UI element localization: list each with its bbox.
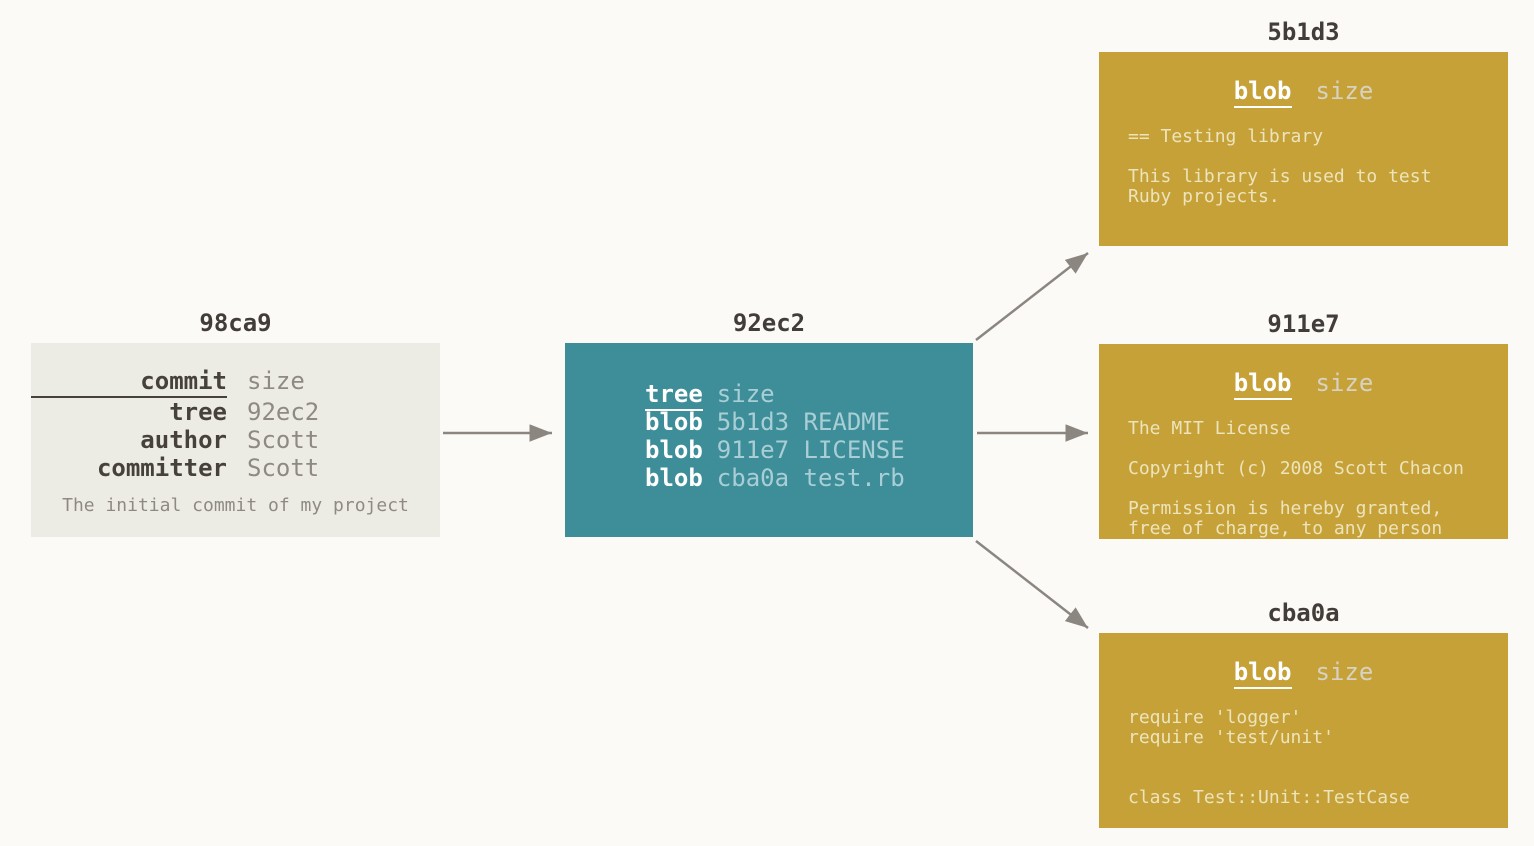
commit-row-label: commit (31, 367, 227, 398)
blob-header: blob size (1099, 369, 1508, 400)
tree-row-value: 911e7 LICENSE (716, 436, 905, 464)
arrow-tree-to-blob-cba0a (975, 540, 1089, 629)
commit-row: committer Scott (31, 454, 440, 482)
tree-row-value: cba0a test.rb (716, 464, 905, 492)
tree-row-value: size (716, 380, 775, 408)
commit-row-value: Scott (247, 426, 320, 454)
blob-type-label: blob (1233, 658, 1292, 689)
tree-object-box: tree size blob 5b1d3 README blob 911e7 LICE… (565, 343, 973, 537)
blob-content: require 'logger' require 'test/unit' cla… (1128, 707, 1410, 808)
blob-size-label: size (1315, 77, 1374, 105)
tree-object-title: 92ec2 (732, 309, 806, 337)
blob-object-title: cba0a (1267, 599, 1340, 627)
tree-row-label: blob (645, 436, 703, 464)
blob-size-label: size (1315, 369, 1374, 397)
tree-row-value: 5b1d3 README (716, 408, 891, 436)
blob-type-label: blob (1233, 77, 1292, 108)
commit-row-label: author (140, 426, 227, 454)
blob-size-label: size (1315, 658, 1374, 686)
tree-row: tree size (645, 380, 973, 411)
commit-object-title: 98ca9 (199, 309, 272, 337)
tree-row-label: blob (645, 408, 703, 436)
blob-header: blob size (1099, 77, 1508, 108)
tree-row-label: tree (645, 380, 703, 411)
tree-row: blob 911e7 LICENSE (645, 436, 973, 464)
commit-message: The initial commit of my project (62, 495, 409, 516)
commit-row-label: tree (169, 398, 227, 426)
blob-content: == Testing library This library is used … (1128, 126, 1432, 207)
commit-row: tree 92ec2 (31, 398, 440, 426)
arrow-tree-to-blob-5b1d3 (975, 252, 1089, 341)
commit-row: commit size (31, 367, 440, 398)
tree-row-label: blob (645, 464, 703, 492)
blob-type-label: blob (1233, 369, 1292, 400)
commit-row-label: committer (96, 454, 227, 482)
blob-object-box: blob size The MIT License Copyright (c) 2… (1099, 344, 1508, 539)
blob-header: blob size (1099, 658, 1508, 689)
tree-row: blob cba0a test.rb (645, 464, 973, 492)
commit-row-value: Scott (247, 454, 320, 482)
blob-object-title: 911e7 (1267, 310, 1340, 338)
commit-row: author Scott (31, 426, 440, 454)
commit-row-value: 92ec2 (247, 398, 320, 426)
tree-row: blob 5b1d3 README (645, 408, 973, 436)
blob-content: The MIT License Copyright (c) 2008 Scott… (1128, 418, 1464, 539)
commit-row-value: size (247, 367, 305, 395)
blob-object-box: blob size == Testing library This library… (1099, 52, 1508, 246)
blob-object-title: 5b1d3 (1267, 18, 1340, 46)
blob-object-box: blob size require 'logger' require 'test/… (1099, 633, 1508, 828)
